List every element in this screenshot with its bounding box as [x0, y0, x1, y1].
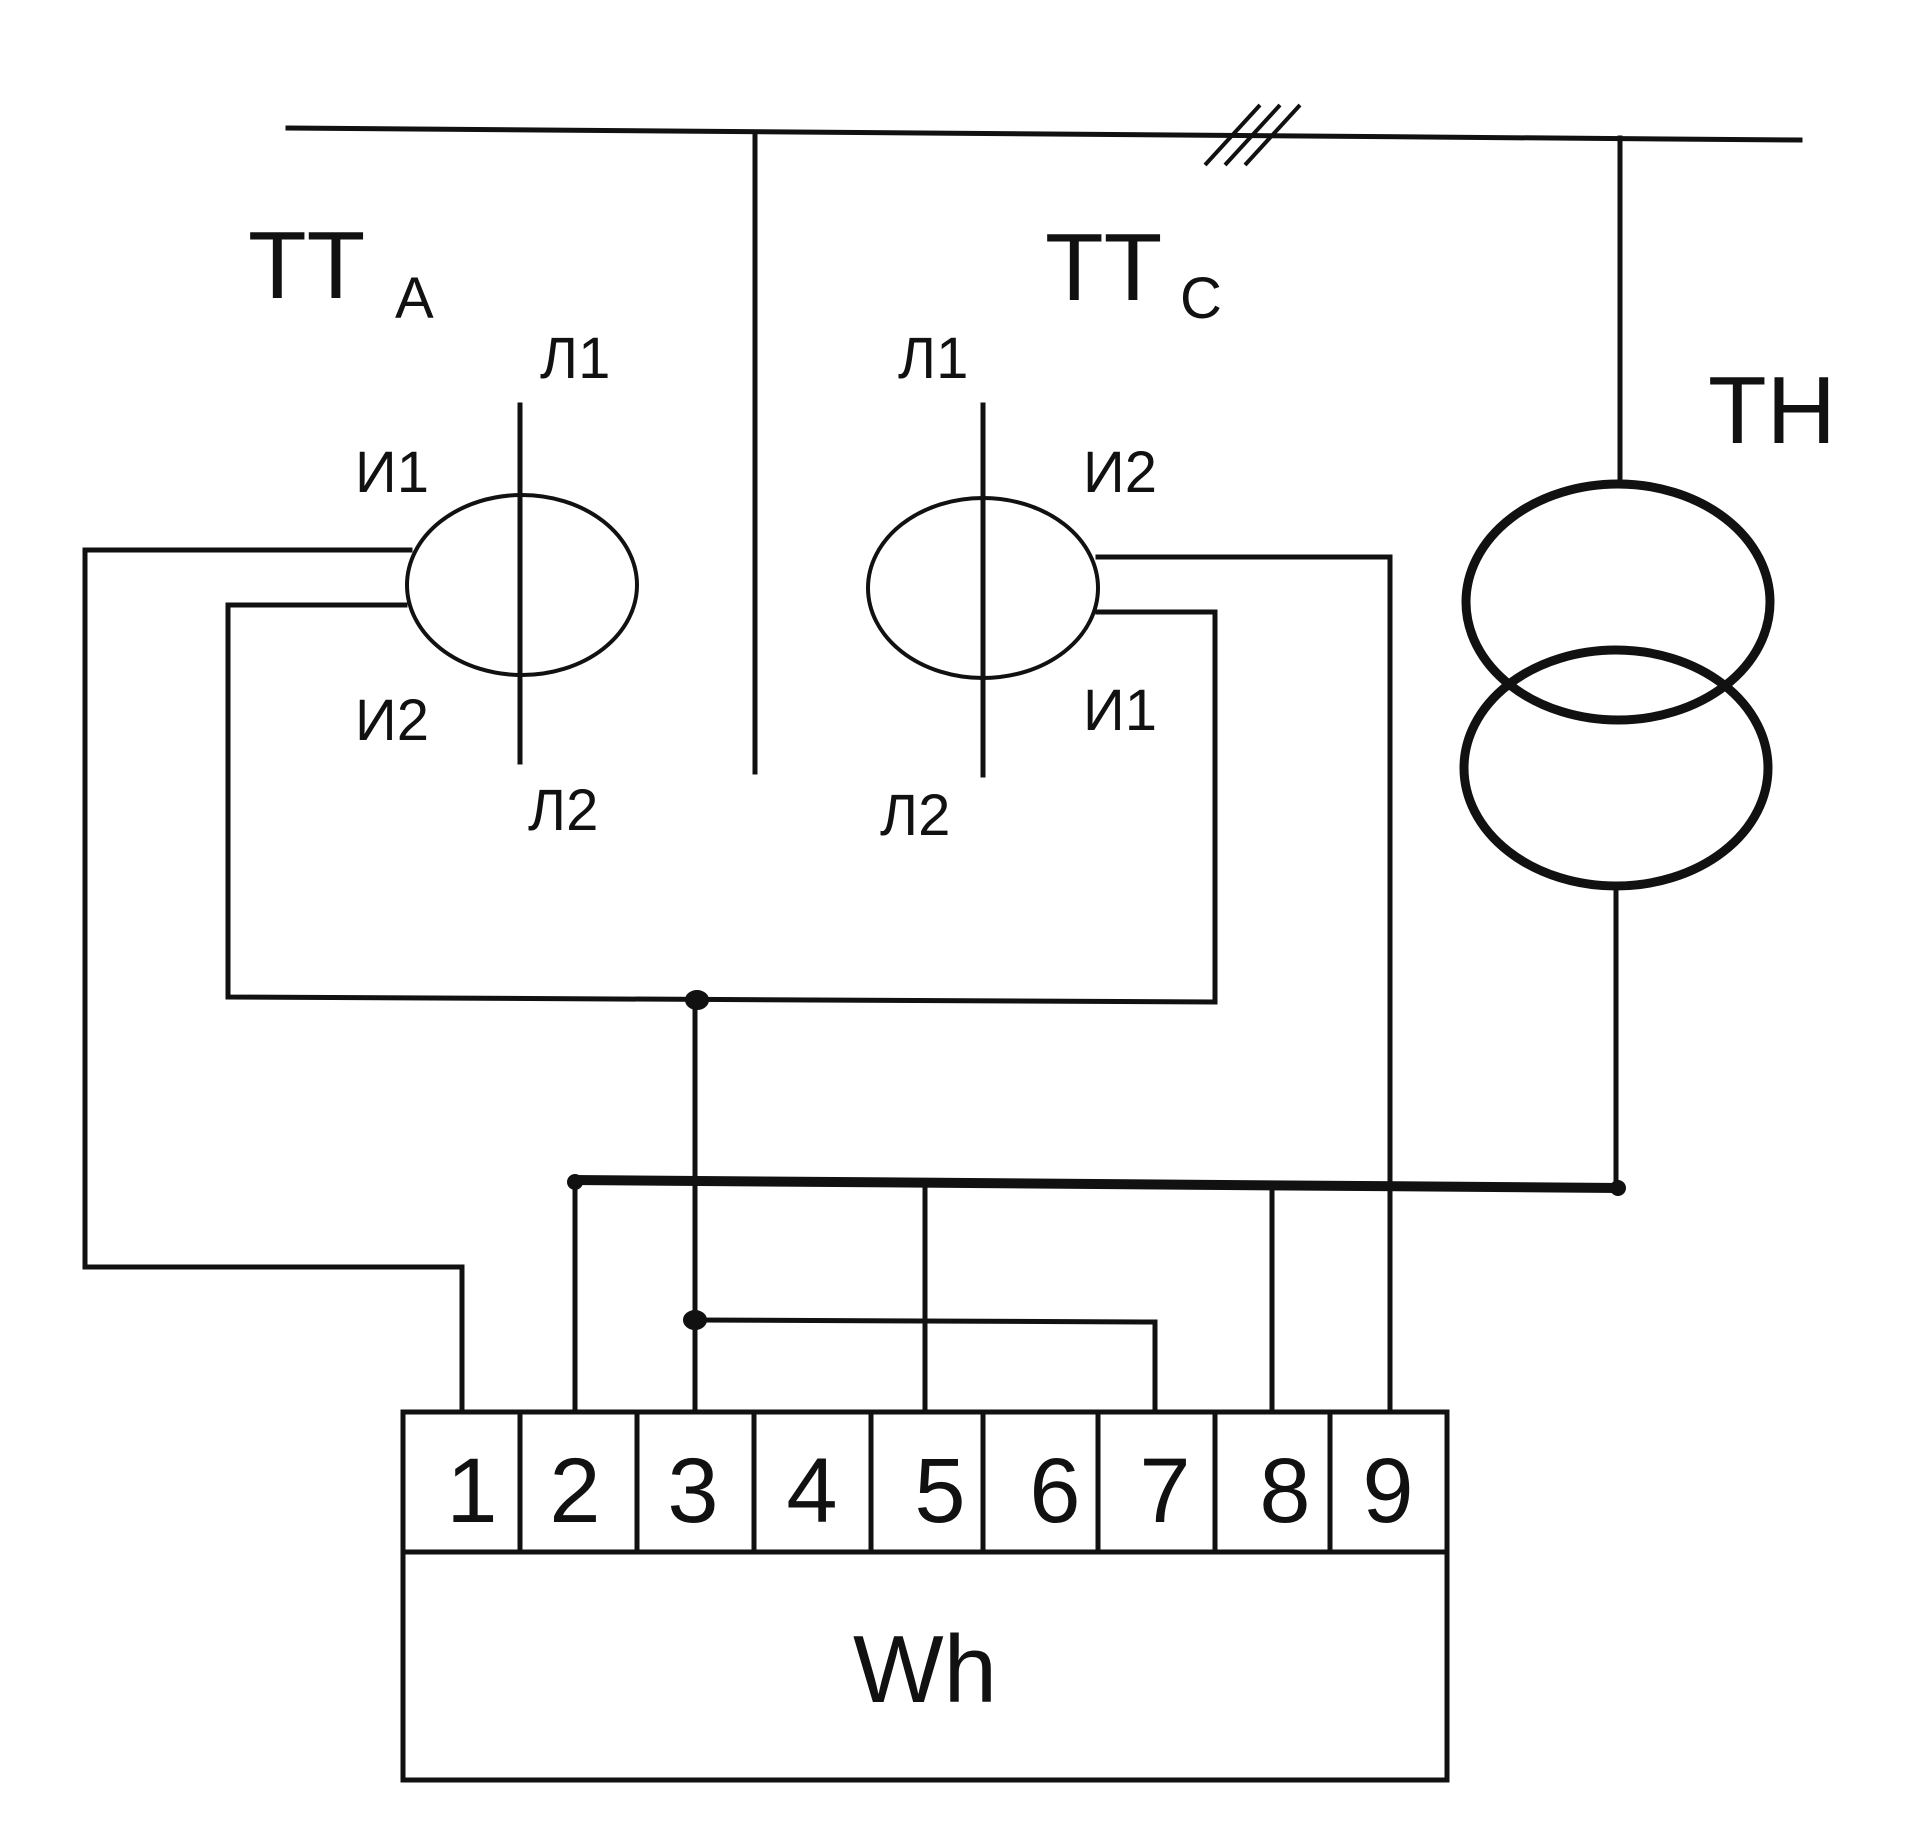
ct-a-l1-label: Л1	[540, 326, 610, 391]
vt-primary-winding	[1461, 479, 1775, 725]
label-tt-c-main: ТТ	[1045, 214, 1162, 321]
main-line	[285, 103, 1803, 167]
terminal-5: 5	[914, 1440, 965, 1542]
junction-dot	[683, 1310, 707, 1330]
label-tt-a-sub: А	[395, 266, 434, 331]
ct-a-i2-label: И2	[355, 688, 429, 753]
label-tt-c-sub: С	[1180, 266, 1222, 331]
ct-c-l1-label: Л1	[898, 326, 968, 391]
ct-a-i1-label: И1	[355, 440, 429, 505]
wire-ct-c-i2-to-terminal-9	[1095, 554, 1393, 1415]
terminal-7: 7	[1139, 1440, 1190, 1542]
terminal-9: 9	[1362, 1440, 1413, 1542]
label-tt-c: ТТ	[1045, 214, 1162, 321]
ct-c-i1-label: И1	[1083, 678, 1157, 743]
terminal-6: 6	[1029, 1440, 1080, 1542]
terminal-1: 1	[446, 1440, 497, 1542]
meter-label: Wh	[853, 1616, 997, 1723]
wire-ct-a-i1-to-terminal-1	[82, 547, 465, 1415]
junction-dot	[567, 1174, 583, 1190]
meter-body	[400, 1409, 1450, 1783]
vt-secondary-winding	[1459, 645, 1773, 891]
voltage-transformer	[1459, 135, 1775, 1191]
secondary-bus	[568, 1175, 1625, 1193]
ct-c-i2-label: И2	[1083, 440, 1157, 505]
ct-c-l2-label: Л2	[880, 783, 950, 848]
terminal-3: 3	[667, 1440, 718, 1542]
wire-branch-to-terminal-7	[692, 1317, 1158, 1415]
energy-meter: 1 2 3 4 5 6 7 8 9 Wh	[400, 1409, 1450, 1783]
current-transformer-a	[405, 402, 639, 765]
junction-dot	[1610, 1180, 1626, 1196]
current-transformer-c	[866, 402, 1100, 778]
label-tt-a: ТТ	[248, 212, 365, 319]
label-tn: ТН	[1708, 357, 1836, 464]
ct-a-l2-label: Л2	[528, 778, 598, 843]
terminal-2: 2	[549, 1440, 600, 1542]
wire-common-return-loop	[225, 602, 1218, 1005]
terminal-8: 8	[1259, 1440, 1310, 1542]
terminal-4: 4	[786, 1440, 837, 1542]
junction-dot	[685, 990, 709, 1010]
label-tt-a-main: ТТ	[248, 212, 365, 319]
